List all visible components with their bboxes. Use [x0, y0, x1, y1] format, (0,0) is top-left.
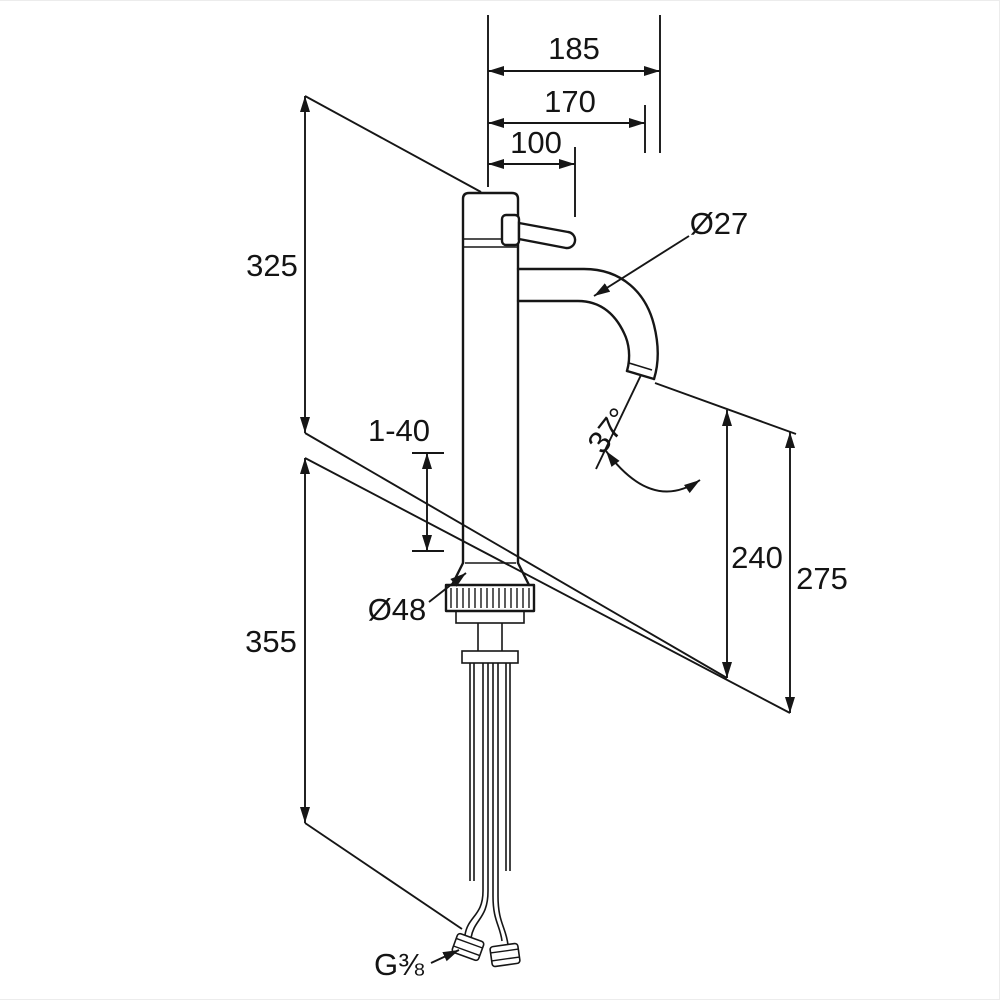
callout-diameter-27: Ø27 [593, 206, 749, 297]
callout-diameter-48: Ø48 [368, 572, 467, 627]
dim-label-355: 355 [245, 624, 297, 659]
faucet-spout [516, 267, 659, 381]
aerator-line [628, 362, 653, 371]
dim-label-325: 325 [246, 248, 298, 283]
dim-label-27: Ø27 [690, 206, 749, 241]
hose-connector-left [451, 932, 485, 962]
dim-355: 355 [245, 458, 463, 930]
dim-label-g38: G⅜ [374, 947, 424, 982]
dim-label-100: 100 [510, 125, 562, 160]
faucet-handle [500, 213, 577, 250]
dim-100: 100 [488, 125, 576, 217]
base-escutcheon [444, 561, 536, 624]
dim-170: 170 [488, 84, 646, 153]
hose-connector-right [489, 942, 521, 968]
deck-reference-line-upper [304, 432, 728, 679]
dim-label-1-40: 1-40 [368, 413, 430, 448]
threaded-studs [469, 663, 511, 881]
base-gasket [455, 610, 525, 624]
handle-pivot [500, 213, 521, 247]
faucet-body [461, 191, 520, 565]
dim-325: 325 [246, 95, 482, 433]
dim-label-240: 240 [731, 540, 783, 575]
dim-label-37deg: 37° [581, 401, 637, 459]
dim-1-40: 1-40 [368, 413, 444, 552]
handle-lever [517, 221, 577, 250]
dim-240: 240 [722, 410, 783, 678]
dim-185: 185 [488, 15, 661, 153]
spout-tip-reference-line [654, 382, 797, 435]
faucet-part [444, 191, 659, 968]
dim-label-185: 185 [548, 31, 600, 66]
deck-reference-line-lower [304, 457, 791, 714]
dim-275: 275 [785, 432, 848, 713]
mounting-clamp [461, 650, 519, 664]
mounting-hardware [461, 623, 519, 881]
callout-thread-g38: G⅜ [374, 947, 460, 982]
dim-label-48: Ø48 [368, 592, 427, 627]
dim-label-275: 275 [796, 561, 848, 596]
dim-label-170: 170 [544, 84, 596, 119]
knurl-hatch [450, 588, 530, 608]
supply-hoses [451, 663, 521, 968]
